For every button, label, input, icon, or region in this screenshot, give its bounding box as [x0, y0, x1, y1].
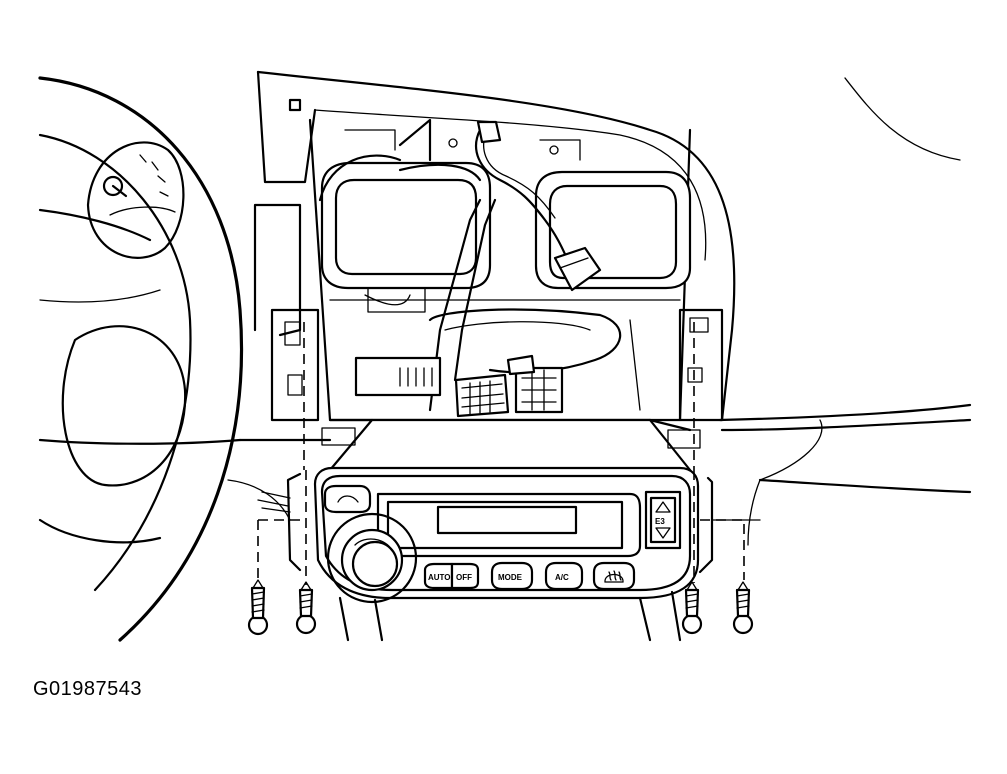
dashboard-outline [238, 70, 972, 546]
figure-id: G01987543 [33, 678, 143, 700]
mounting-screw-2 [295, 581, 317, 635]
right-air-duct [534, 170, 692, 290]
ac-button-label: A/C [555, 573, 569, 582]
mode-button-label: MODE [498, 573, 523, 582]
auto-button-label: AUTO [428, 573, 451, 582]
top-connector [476, 120, 502, 144]
left-harness-connector [354, 356, 442, 397]
mounting-screw-1 [247, 579, 269, 636]
instrument-gauge [86, 141, 185, 259]
left-mounting-bracket [270, 308, 320, 422]
lower-console-trim [227, 472, 761, 642]
ceiling-connector [553, 246, 602, 292]
off-button-label: OFF [456, 573, 472, 582]
auto-button[interactable]: AUTO [423, 562, 454, 590]
off-button[interactable]: OFF [450, 562, 480, 590]
rear-defrost-button[interactable] [592, 561, 636, 591]
left-air-duct [320, 161, 492, 290]
ac-button[interactable]: A/C [544, 561, 584, 591]
multi-pin-connector-left [454, 373, 510, 418]
mounting-screw-4 [732, 581, 754, 635]
multi-pin-connector-right [506, 354, 564, 414]
screw-alignment-lines [257, 322, 745, 585]
steering-wheel [38, 76, 244, 642]
defrost-icon [604, 570, 624, 583]
right-mounting-bracket [678, 308, 724, 422]
mounting-screw-3 [681, 581, 703, 635]
svg-text:E3: E3 [655, 517, 665, 526]
mode-button[interactable]: MODE [490, 561, 534, 591]
